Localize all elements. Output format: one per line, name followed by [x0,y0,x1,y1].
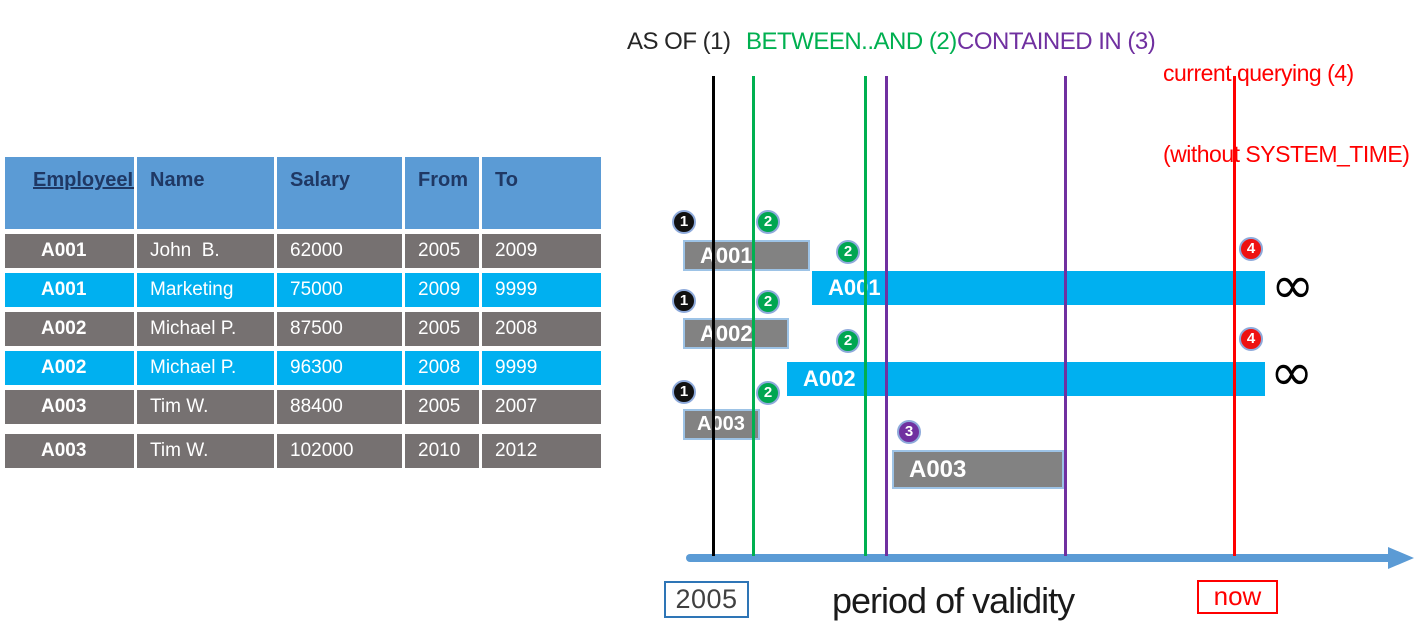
cell-employee-id: A001 [5,273,134,307]
current-querying-line [1233,76,1236,556]
validity-bar-a002-past: A002 [683,318,789,349]
cell-employee-id: A002 [5,312,134,346]
cell-from: 2010 [405,434,479,468]
axis-now-box: now [1197,580,1278,614]
badge-between-2: 2 [756,210,780,234]
time-axis [686,554,1392,562]
cell-to: 2008 [482,312,601,346]
badge-current-4: 4 [1239,327,1263,351]
cell-from: 2009 [405,273,479,307]
cell-salary: 102000 [277,434,402,468]
table-row: A003 Tim W. 102000 2010 2012 [5,434,605,468]
cell-employee-id: A003 [5,390,134,424]
cell-employee-id: A003 [5,434,134,468]
cell-from: 2005 [405,234,479,268]
cell-salary: 96300 [277,351,402,385]
legend-as-of: AS OF (1) [627,28,731,55]
cell-employee-id: A001 [5,234,134,268]
header-name: Name [137,157,274,229]
cell-salary: 75000 [277,273,402,307]
contained-in-start-line [885,76,888,556]
table-row: A002 Michael P. 87500 2005 2008 [5,312,605,346]
cell-to: 2009 [482,234,601,268]
cell-name: Tim W. [137,390,274,424]
contained-in-end-line [1064,76,1067,556]
as-of-line [712,76,715,556]
cell-to: 9999 [482,273,601,307]
badge-between-2: 2 [836,329,860,353]
badge-as-of-1: 1 [672,380,696,404]
validity-bar-a001-past: A001 [683,240,810,271]
legend-current-line1: current querying (4) [1163,60,1354,86]
cell-employee-id: A002 [5,351,134,385]
header-from: From [405,157,479,229]
cell-name: Marketing [137,273,274,307]
legend-between-and: BETWEEN..AND (2) [746,28,957,55]
table-header-row: EmployeeID Name Salary From To [5,157,605,229]
time-axis-arrowhead-icon [1388,547,1414,569]
employee-history-table: EmployeeID Name Salary From To A001 John… [5,157,605,473]
cell-to: 2007 [482,390,601,424]
legend-current-line2: (without SYSTEM_TIME) [1163,141,1410,167]
cell-name: Michael P. [137,312,274,346]
validity-bar-a001-current: A001 [812,271,1265,305]
header-salary: Salary [277,157,402,229]
header-to: To [482,157,601,229]
cell-from: 2005 [405,390,479,424]
cell-from: 2008 [405,351,479,385]
infinity-icon: ∞ [1271,256,1315,316]
cell-name: Michael P. [137,351,274,385]
cell-name: John B. [137,234,274,268]
badge-current-4: 4 [1239,237,1263,261]
validity-bar-a003-past: A003 [683,409,760,440]
cell-salary: 88400 [277,390,402,424]
cell-from: 2005 [405,312,479,346]
axis-start-year-box: 2005 [664,581,749,618]
badge-as-of-1: 1 [672,210,696,234]
table-row: A001 John B. 62000 2005 2009 [5,234,605,268]
header-employee-id: EmployeeID [5,157,134,229]
axis-title: period of validity [832,580,1075,621]
cell-salary: 87500 [277,312,402,346]
validity-bar-a002-current: A002 [787,362,1265,396]
legend-current-querying: current querying (4) (without SYSTEM_TIM… [1163,6,1410,222]
validity-bar-a003-later: A003 [892,450,1064,489]
table-row: A001 Marketing 75000 2009 9999 [5,273,605,307]
cell-name: Tim W. [137,434,274,468]
cell-to: 9999 [482,351,601,385]
badge-as-of-1: 1 [672,289,696,313]
table-row: A003 Tim W. 88400 2005 2007 [5,390,605,424]
badge-between-2: 2 [756,381,780,405]
badge-between-2: 2 [836,240,860,264]
badge-between-2: 2 [756,290,780,314]
legend-contained-in: CONTAINED IN (3) [957,28,1156,55]
cell-salary: 62000 [277,234,402,268]
badge-contained-3: 3 [897,420,921,444]
table-row: A002 Michael P. 96300 2008 9999 [5,351,605,385]
between-and-end-line [864,76,867,556]
between-and-start-line [752,76,755,556]
infinity-icon: ∞ [1270,343,1314,403]
cell-to: 2012 [482,434,601,468]
